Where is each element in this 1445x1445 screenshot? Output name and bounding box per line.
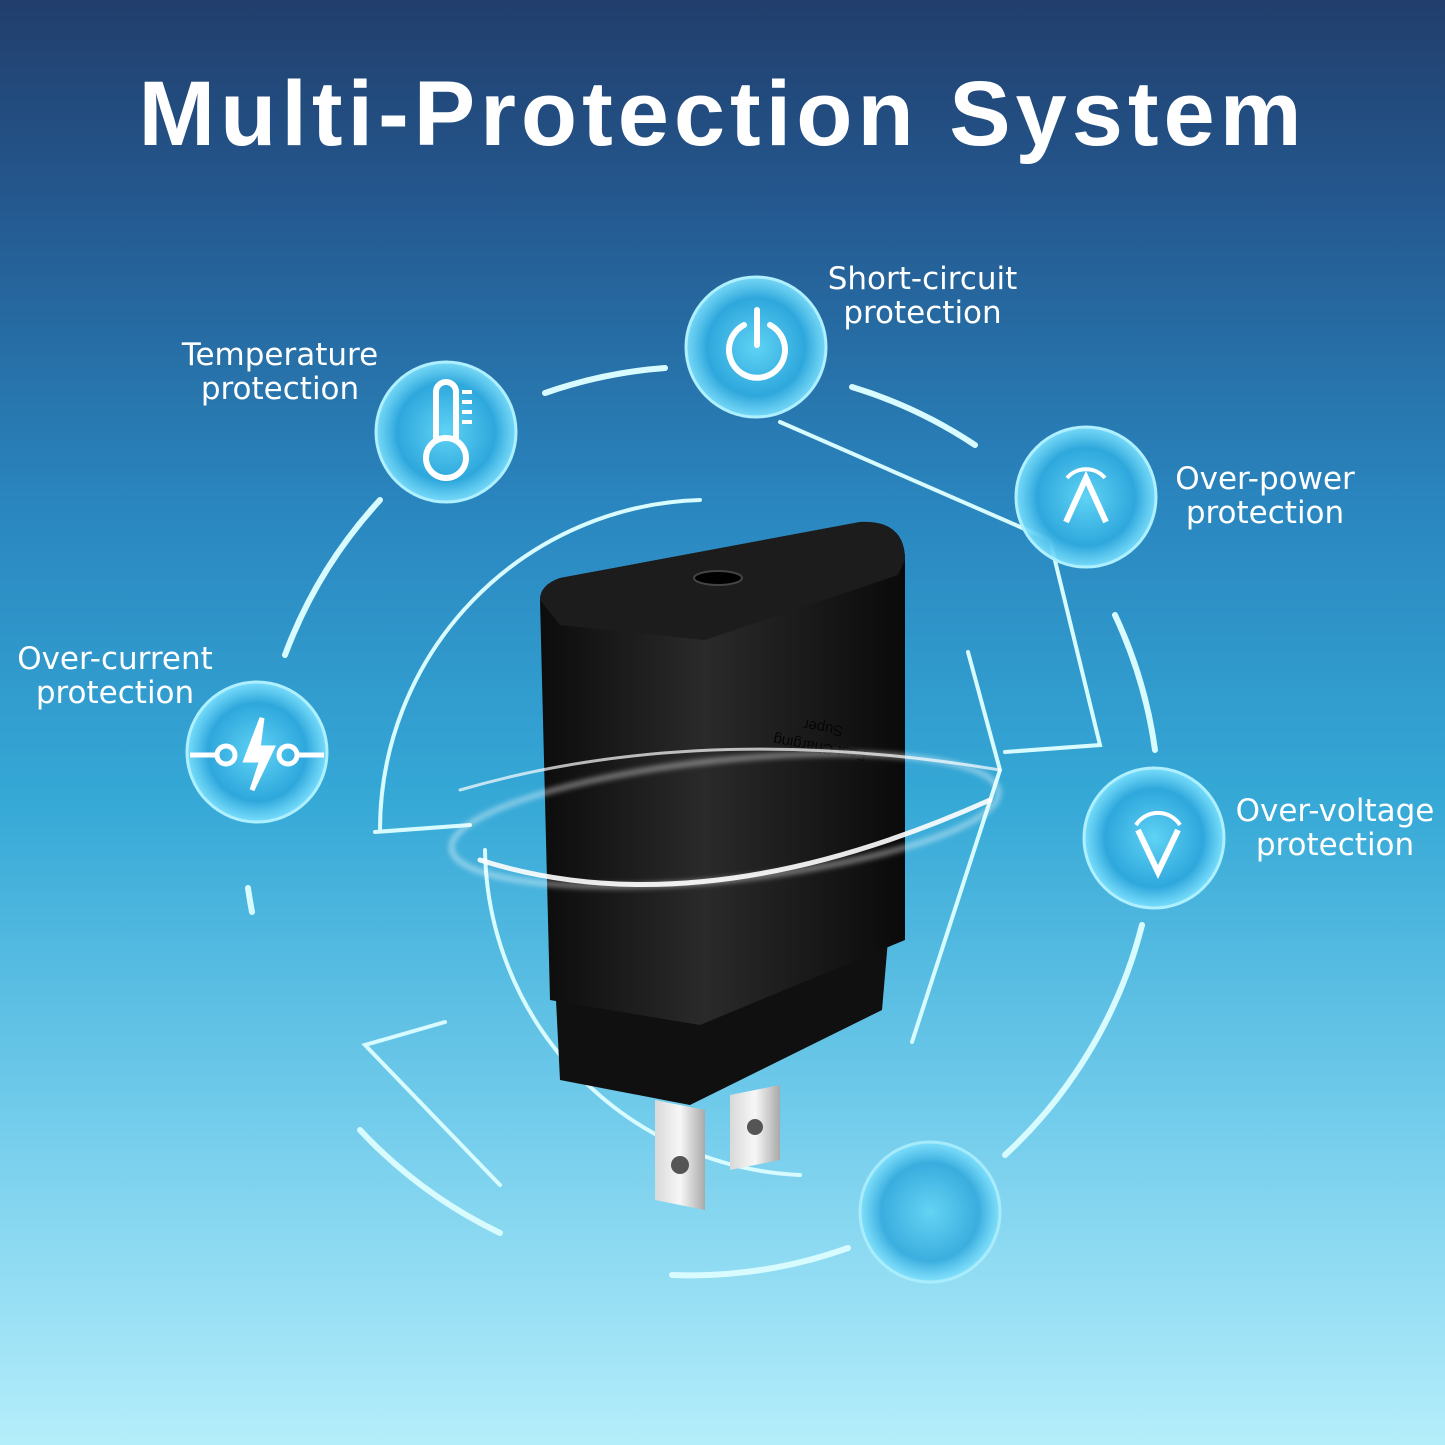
charger-text-super: Super [802,716,844,740]
label-line: Short-circuit [827,261,1018,297]
right-prong [730,1085,780,1170]
label-line: protection [843,295,1002,331]
label-line: protection [35,675,195,711]
usb-c-port [693,570,743,586]
over-current-circle [185,680,329,824]
label-line: Over-voltage [1235,793,1435,829]
short-circuit-circle [684,275,828,419]
over-current-label: Over-current protection [5,642,225,710]
temperature-circle [374,360,518,504]
voltage-icon [1134,810,1182,879]
label-line: protection [1255,827,1415,863]
charger-product: Fast Charging Super [540,521,905,1210]
swirl-effect [449,747,1002,889]
label-line: Over-current [17,641,213,677]
label-line: protection [200,371,360,407]
page-title: Multi-Protection System [138,63,1307,165]
left-prong [655,1100,705,1210]
over-power-label: Over-power protection [1160,462,1370,530]
temperature-label: Temperature protection [165,338,395,406]
label-line: Temperature [181,337,379,373]
current-lightning-icon [190,717,324,792]
over-voltage-label: Over-voltage protection [1225,794,1445,862]
label-line: protection [1185,495,1345,531]
over-voltage-circle [1082,766,1226,910]
thermometer-icon [423,379,472,481]
label-line: Over-power [1175,461,1355,497]
empty-circle [858,1140,1002,1284]
power-icon [726,307,788,381]
short-circuit-label: Short-circuit protection [810,262,1035,330]
ampere-icon [1063,467,1109,524]
over-power-circle [1014,425,1158,569]
